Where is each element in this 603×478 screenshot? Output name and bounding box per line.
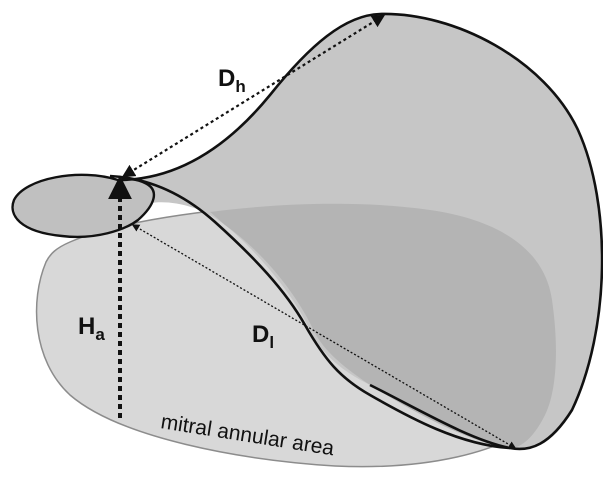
label-ha: Ha — [78, 313, 105, 344]
label-dh-main: D — [218, 65, 235, 92]
diameter-arrow-dh — [121, 14, 386, 178]
diameter-arrow-dl — [131, 224, 517, 449]
label-dl: Dl — [252, 321, 274, 352]
label-dh: Dh — [218, 65, 246, 96]
label-ha-sub: a — [95, 325, 105, 344]
label-dl-sub: l — [269, 333, 274, 352]
label-ha-main: H — [78, 313, 95, 340]
label-dh-sub: h — [235, 77, 245, 96]
label-dl-main: D — [252, 321, 269, 348]
